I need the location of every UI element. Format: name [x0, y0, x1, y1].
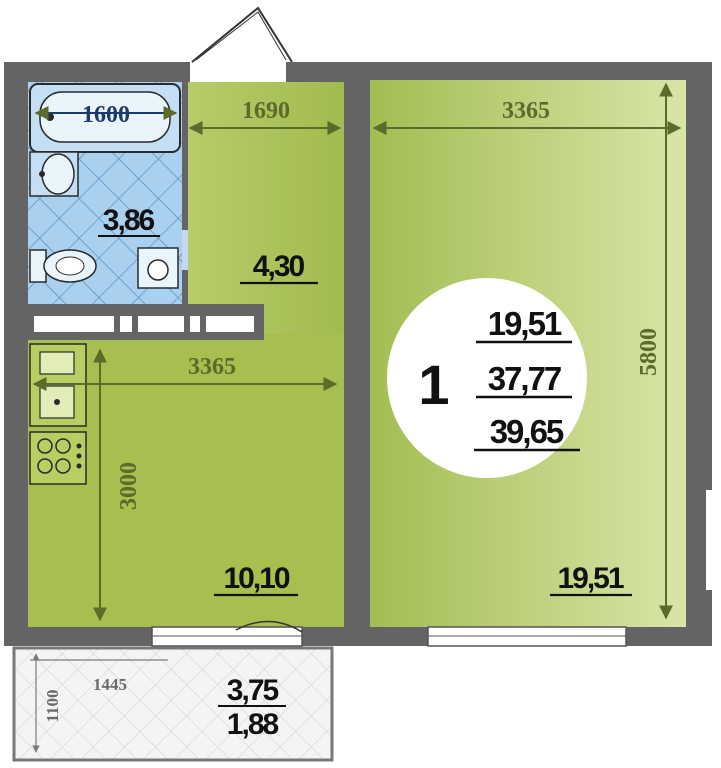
bathroom-wall — [182, 82, 188, 304]
living-room-area-label: 19,51 — [557, 562, 623, 595]
dimension-bathtub: 1600 — [34, 102, 178, 128]
bathroom-area-label: 3,86 — [103, 204, 155, 237]
door-swing-icon — [191, 6, 293, 63]
wall-vent-1 — [34, 316, 114, 332]
total-area-balcony-label: 39,65 — [490, 413, 564, 450]
entry-opening — [190, 62, 286, 82]
balcony-area-label: 3,75 — [227, 674, 279, 707]
sink-icon — [29, 151, 79, 197]
washing-machine-icon — [137, 247, 179, 289]
wall-vent-3 — [138, 316, 184, 332]
svg-text:3365: 3365 — [502, 98, 550, 124]
svg-text:1445: 1445 — [93, 675, 127, 694]
toilet-icon — [29, 249, 97, 283]
summary-circle — [387, 278, 587, 478]
dimension-kitchen-length: 3000 — [93, 348, 142, 622]
dimension-balcony-depth: 1100 — [32, 653, 62, 753]
partition-wall-upper — [344, 80, 370, 198]
rooms-count: 1 — [418, 353, 449, 416]
dimension-balcony-width: 1445 — [30, 659, 168, 694]
svg-text:3000: 3000 — [116, 462, 142, 510]
hallway-area-label: 4,30 — [253, 250, 305, 283]
right-wall-window — [706, 490, 720, 590]
balcony-floor — [12, 646, 334, 762]
kitchen-area-label: 10,10 — [223, 562, 289, 595]
door-swing-icon — [235, 620, 303, 633]
dimension-room-length: 5800 — [636, 82, 673, 620]
svg-text:1690: 1690 — [242, 98, 290, 124]
wall-vent-5 — [206, 316, 254, 332]
stove-icon — [29, 431, 87, 485]
svg-text:3365: 3365 — [188, 354, 236, 380]
balcony-area-reduced-label: 1,88 — [227, 708, 279, 741]
svg-text:1600: 1600 — [82, 102, 130, 128]
svg-text:5800: 5800 — [636, 328, 662, 376]
total-area-label: 37,77 — [488, 360, 561, 397]
wall-vent-4 — [190, 316, 200, 332]
wall-vent-2 — [120, 316, 132, 332]
dimension-room-width: 3365 — [372, 98, 682, 135]
living-area-label: 19,51 — [488, 305, 562, 342]
svg-text:1100: 1100 — [43, 689, 62, 722]
partition-wall-lower — [344, 286, 370, 627]
dimension-hallway-width: 1690 — [188, 98, 342, 135]
bathroom-door-gap — [182, 230, 188, 270]
dimension-kitchen-width: 3365 — [32, 354, 338, 391]
